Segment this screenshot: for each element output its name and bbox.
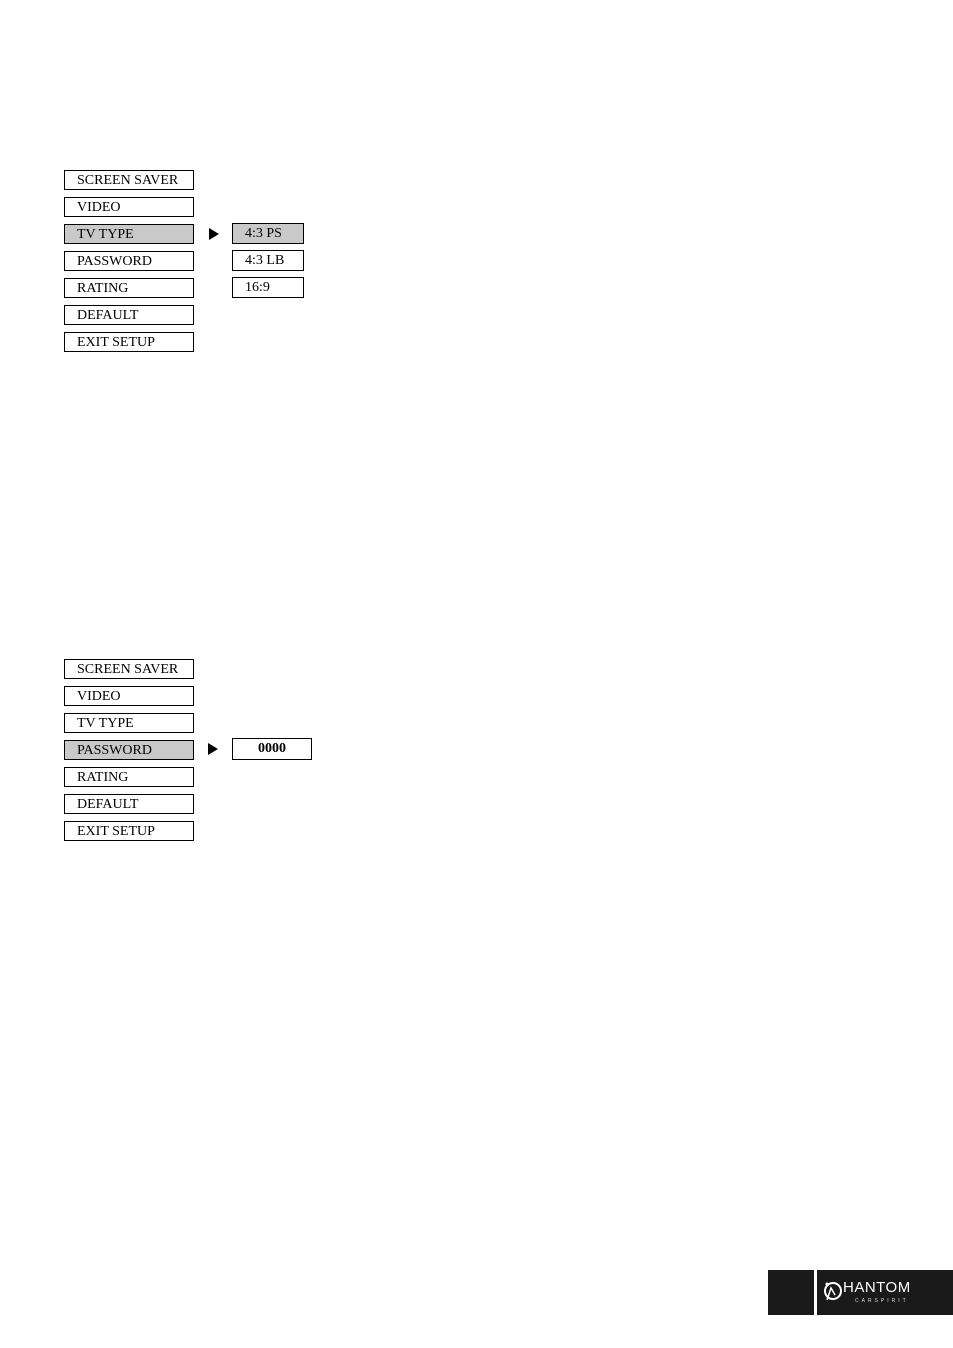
phantom-logo-icon [823, 1280, 843, 1302]
logo-text: HANTOM [843, 1280, 911, 1296]
menu-item-video[interactable]: VIDEO [64, 686, 194, 706]
menu-item-video[interactable]: VIDEO [64, 197, 194, 217]
menu-item-screen-saver[interactable]: SCREEN SAVER [64, 659, 194, 679]
menu-item-default[interactable]: DEFAULT [64, 305, 194, 325]
menu-item-tv-type[interactable]: TV TYPE [64, 713, 194, 733]
menu-item-rating[interactable]: RATING [64, 278, 194, 298]
menu-item-tv-type[interactable]: TV TYPE [64, 224, 194, 244]
logo-subtext: CARSPIRIT [855, 1298, 909, 1304]
menu-item-screen-saver[interactable]: SCREEN SAVER [64, 170, 194, 190]
option-4-3-ps[interactable]: 4:3 PS [232, 223, 304, 244]
menu-item-rating[interactable]: RATING [64, 767, 194, 787]
menu-item-exit-setup[interactable]: EXIT SETUP [64, 332, 194, 352]
menu-item-default[interactable]: DEFAULT [64, 794, 194, 814]
menu-item-password[interactable]: PASSWORD [64, 251, 194, 271]
password-input[interactable]: 0000 [232, 738, 312, 760]
page-number-block [768, 1270, 814, 1315]
menu-item-exit-setup[interactable]: EXIT SETUP [64, 821, 194, 841]
brand-logo: HANTOM CARSPIRIT [817, 1270, 953, 1315]
option-16-9[interactable]: 16:9 [232, 277, 304, 298]
right-triangle-icon [208, 743, 218, 755]
option-4-3-lb[interactable]: 4:3 LB [232, 250, 304, 271]
right-triangle-icon [209, 228, 219, 240]
menu-item-password[interactable]: PASSWORD [64, 740, 194, 760]
